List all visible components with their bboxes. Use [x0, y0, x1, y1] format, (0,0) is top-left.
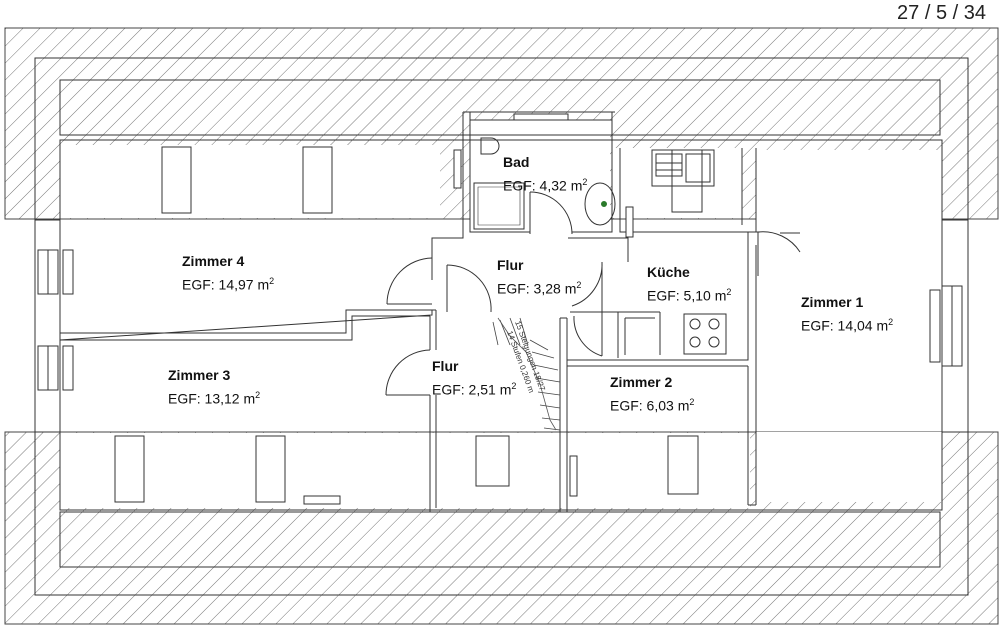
room-flur-lower: Flur EGF: 2,51 m2 [432, 356, 516, 400]
room-name: Küche [647, 264, 690, 280]
wall-windows [37, 149, 963, 497]
room-name: Zimmer 3 [168, 367, 231, 383]
room-area: EGF: 4,32 m2 [503, 177, 588, 194]
room-name: Zimmer 2 [610, 374, 673, 390]
room-area: EGF: 14,04 m2 [801, 317, 894, 334]
room-area: EGF: 13,12 m2 [168, 390, 261, 407]
room-zimmer-2: Zimmer 2 EGF: 6,03 m2 [610, 372, 694, 416]
room-name: Flur [497, 257, 524, 273]
room-area: EGF: 6,03 m2 [610, 397, 695, 414]
kitchen-fixtures [651, 149, 727, 355]
room-name: Flur [432, 358, 459, 374]
room-flur-upper: Flur EGF: 3,28 m2 [497, 255, 581, 299]
bath-fixtures [473, 137, 616, 230]
room-name: Bad [503, 154, 530, 170]
room-kueche: Küche EGF: 5,10 m2 [647, 262, 731, 306]
stair [492, 317, 561, 431]
room-zimmer-3: Zimmer 3 EGF: 13,12 m2 [168, 365, 260, 409]
room-area: EGF: 5,10 m2 [647, 287, 732, 304]
door-swings [385, 191, 801, 396]
room-zimmer-4: Zimmer 4 EGF: 14,97 m2 [182, 251, 274, 295]
room-name: Zimmer 1 [801, 294, 864, 310]
room-zimmer-1: Zimmer 1 EGF: 14,04 m2 [801, 292, 893, 336]
room-name: Zimmer 4 [182, 253, 245, 269]
walls [34, 57, 969, 596]
room-area: EGF: 2,51 m2 [432, 381, 517, 398]
page-number: 27 / 5 / 34 [897, 2, 986, 24]
skylights [114, 113, 703, 505]
room-area: EGF: 14,97 m2 [182, 276, 275, 293]
room-area: EGF: 3,28 m2 [497, 280, 582, 297]
room-bad: Bad EGF: 4,32 m2 [503, 152, 587, 196]
